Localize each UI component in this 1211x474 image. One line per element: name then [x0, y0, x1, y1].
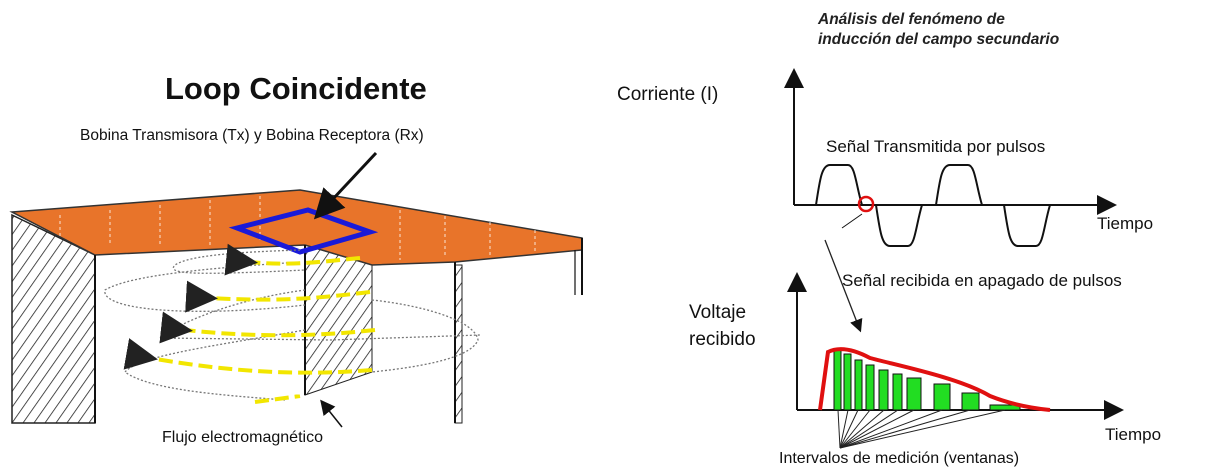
flux-label: Flujo electromagnético [162, 429, 323, 446]
ground-block [9, 189, 583, 424]
windows-label: Intervalos de medición (ventanas) [779, 450, 1020, 467]
tx-pulse-positive-1 [815, 164, 863, 206]
analysis-heading-line1: Análisis del fenómeno de [818, 11, 1005, 28]
flux-arrows [123, 243, 376, 404]
tx-pulse-negative-2 [1003, 204, 1051, 247]
coil-loop [228, 207, 379, 255]
window-fan-lines [837, 409, 1006, 449]
right-hatched-face [454, 264, 463, 424]
current-graph [784, 68, 1117, 247]
received-signal-label: Señal recibida en apagado de pulsos [842, 271, 1122, 290]
flux-loop-outlines [104, 249, 481, 401]
analysis-heading-line2: inducción del campo secundario [818, 31, 1060, 48]
time-axis-label-top: Tiempo [1097, 214, 1154, 233]
link-arrow [824, 239, 863, 333]
time-axis-label-bottom: Tiempo [1105, 425, 1162, 444]
coil-pointer-arrow [313, 151, 378, 220]
flux-pointer-arrow [320, 399, 343, 428]
measurement-windows [833, 349, 1021, 411]
surface-stripes [59, 196, 536, 260]
voltage-axis-label-line2: recibido [689, 329, 756, 350]
ground-top-surface [9, 189, 583, 266]
tx-pulse-negative-1 [875, 204, 923, 247]
decay-curve [818, 347, 1051, 412]
voltage-graph [787, 272, 1124, 449]
voltage-axis-label-line1: Voltaje [689, 302, 747, 323]
current-axis-label: Corriente (I) [617, 84, 719, 105]
transmitted-signal-label: Señal Transmitida por pulsos [826, 137, 1046, 156]
turn-off-marker [857, 195, 875, 213]
coil-label: Bobina Transmisora (Tx) y Bobina Recepto… [80, 127, 424, 144]
tx-pulse-positive-2 [935, 164, 983, 206]
page-title: Loop Coincidente [165, 71, 427, 106]
